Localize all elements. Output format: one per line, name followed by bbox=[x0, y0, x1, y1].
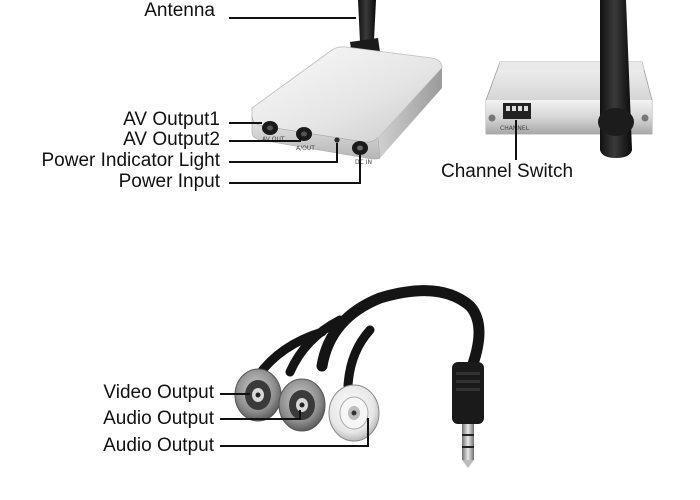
label-power-input: Power Input bbox=[118, 171, 220, 192]
leader-line-audio-output-2 bbox=[220, 418, 369, 447]
leader-lines bbox=[220, 17, 517, 447]
antenna-icon bbox=[358, 0, 376, 42]
screw-icon bbox=[488, 114, 496, 122]
label-audio-output-2: Audio Output bbox=[103, 435, 214, 456]
label-power-indicator-light: Power Indicator Light bbox=[41, 150, 221, 171]
leader-line-av-output2 bbox=[229, 137, 301, 142]
label-channel-switch: Channel Switch bbox=[441, 161, 574, 182]
av-output1-jack bbox=[262, 121, 278, 135]
av-out-marking: AV OUT bbox=[262, 136, 285, 143]
power-indicator-led bbox=[334, 137, 340, 143]
channel-dip-switch bbox=[503, 103, 531, 119]
channel-marking: CHANNEL bbox=[500, 125, 530, 132]
leader-line-audio-output-1 bbox=[220, 410, 301, 420]
screw-icon bbox=[641, 114, 649, 122]
power-input-jack bbox=[352, 141, 368, 155]
leader-line-power-input bbox=[229, 155, 361, 184]
receiver-device: CHANNEL bbox=[485, 0, 653, 158]
stereo-plug bbox=[452, 362, 484, 468]
a-out-marking: A/OUT bbox=[296, 145, 315, 152]
av-output2-jack bbox=[296, 127, 312, 141]
dc-in-marking: DC IN bbox=[355, 159, 372, 166]
audio-output-connector-white bbox=[328, 384, 380, 442]
leader-line-power-indicator bbox=[229, 143, 338, 163]
label-video-output: Video Output bbox=[103, 382, 214, 403]
label-av-output1: AV Output1 bbox=[123, 109, 220, 130]
transmitter-device: AV OUT A/OUT DC IN bbox=[251, 0, 443, 166]
transmitter-body bbox=[251, 46, 443, 143]
label-antenna: Antenna bbox=[144, 0, 215, 21]
label-av-output2: AV Output2 bbox=[123, 129, 220, 150]
label-audio-output-1: Audio Output bbox=[103, 408, 214, 429]
rca-y-cable bbox=[234, 285, 485, 468]
audio-output-connector-grey bbox=[278, 378, 326, 432]
